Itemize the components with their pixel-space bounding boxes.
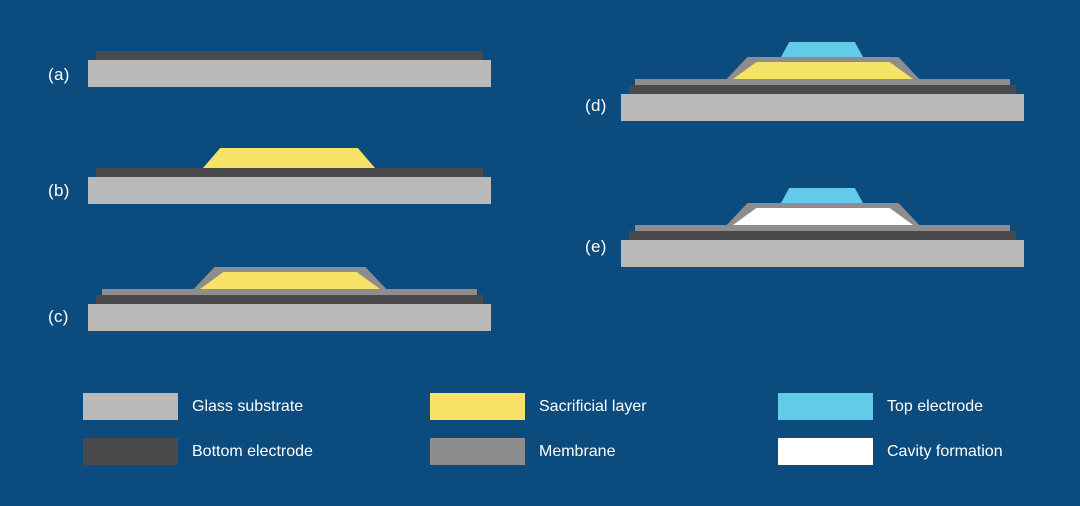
bottom-electrode-layer [629,231,1016,240]
legend-label: Top electrode [887,397,984,415]
bottom-electrode-layer [629,85,1016,94]
sacrificial-layer-swatch [430,393,525,420]
legend-label: Sacrificial layer [539,397,647,415]
cavity-layer [733,208,913,225]
glass-substrate-layer [621,240,1024,267]
glass-substrate-layer [621,94,1024,121]
legend-item-top-electrode: Top electrode [778,393,983,420]
panel-d [621,42,1024,121]
bottom-electrode-swatch [83,438,178,465]
panel-e [621,188,1024,267]
sacrificial-layer [733,62,913,79]
membrane-layer [635,79,1010,85]
legend-item-membrane: Membrane [430,438,615,465]
legend-label: Bottom electrode [192,442,313,460]
membrane-layer [635,225,1010,231]
glass-substrate-layer [88,177,491,204]
panel-a [88,51,491,87]
bottom-electrode-layer [96,51,483,60]
legend-label: Glass substrate [192,397,304,415]
glass-substrate-layer [88,60,491,87]
panel-b [88,148,491,204]
membrane-layer [102,289,477,295]
glass-substrate-swatch [83,393,178,420]
legend-item-bottom-electrode: Bottom electrode [83,438,313,465]
glass-substrate-layer [88,304,491,331]
bottom-electrode-layer [96,168,483,177]
bottom-electrode-layer [96,295,483,304]
sacrificial-layer [200,272,380,289]
sacrificial-layer [203,148,375,168]
legend-item-cavity-formation: Cavity formation [778,438,1003,465]
top-electrode-layer [781,42,863,57]
legend-item-glass-substrate: Glass substrate [83,393,303,420]
panel-c [88,267,491,331]
panel-label-c: (c) [48,307,69,326]
legend-label: Cavity formation [887,442,1003,460]
panel-label-e: (e) [585,237,607,256]
panel-label-d: (d) [585,96,607,115]
top-electrode-layer [781,188,863,203]
membrane-swatch [430,438,525,465]
panel-label-a: (a) [48,65,70,84]
top-electrode-swatch [778,393,873,420]
legend-label: Membrane [539,442,616,460]
panel-label-b: (b) [48,181,70,200]
cavity-formation-swatch [778,438,873,465]
legend-item-sacrificial-layer: Sacrificial layer [430,393,647,420]
